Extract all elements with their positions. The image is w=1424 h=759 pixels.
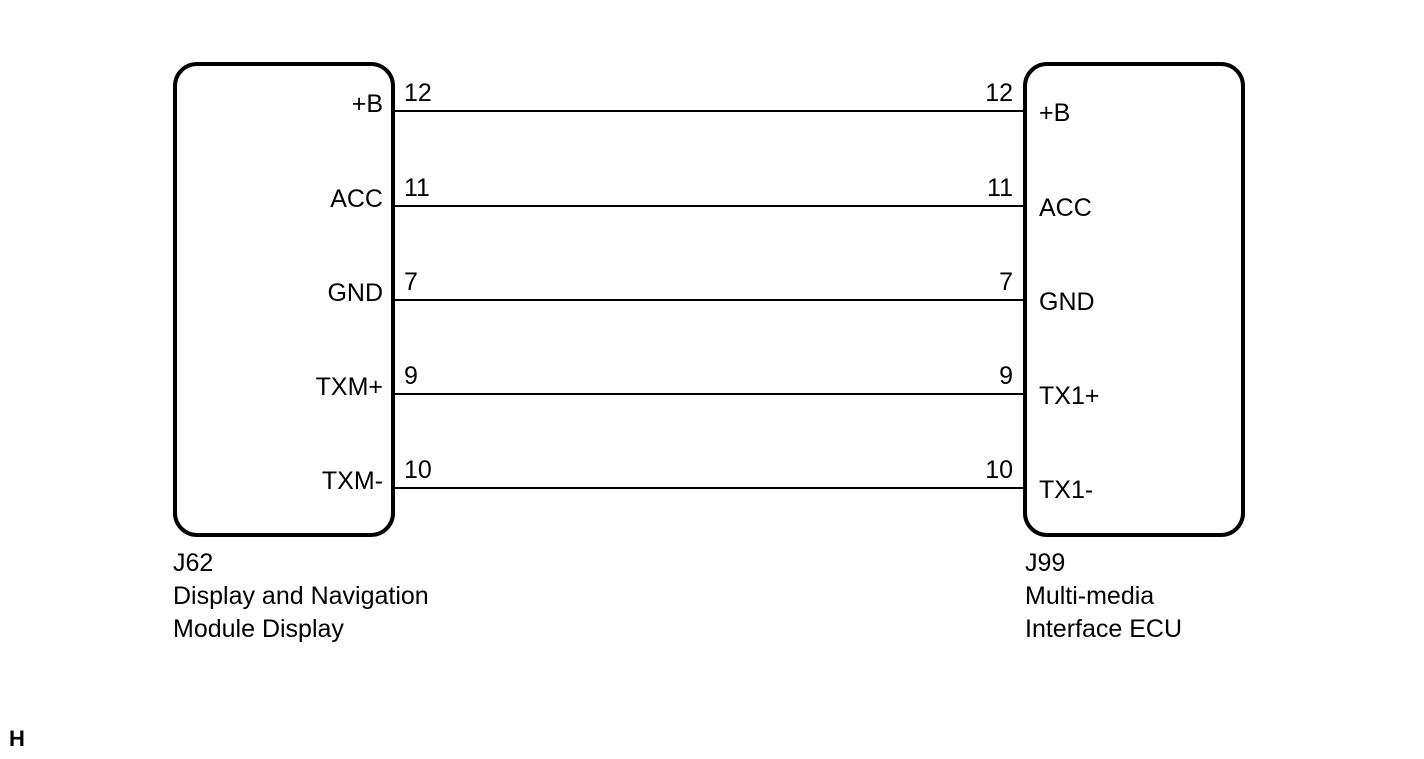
left-pin-number: 12 [404,79,432,107]
right-connector-caption: J99 Multi-media Interface ECU [1025,547,1182,646]
right-pin-number: 7 [999,268,1013,296]
right-connector-id: J99 [1025,549,1066,577]
wire [395,205,1023,207]
right-pin-label: TX1- [1039,476,1094,504]
right-connector-name-line: Interface ECU [1025,615,1183,643]
page-marker: H [9,726,25,751]
right-pin-label: +B [1039,99,1071,127]
right-pin-number: 11 [987,174,1013,202]
left-connector-name-line: Display and Navigation [173,582,429,610]
right-connector-box [1023,62,1245,537]
wire [395,299,1023,301]
left-pin-label: +B [351,90,383,118]
right-connector-name-line: Multi-media [1025,582,1155,610]
right-pin-label: GND [1039,288,1095,316]
left-pin-number: 7 [404,268,418,296]
left-connector-caption: J62 Display and Navigation Module Displa… [173,547,429,646]
wire [395,110,1023,112]
wire [395,393,1023,395]
left-pin-number: 11 [404,174,430,202]
wire [395,487,1023,489]
left-pin-label: ACC [330,185,383,213]
right-pin-number: 12 [985,79,1013,107]
right-pin-number: 10 [985,456,1013,484]
left-pin-number: 9 [404,362,418,390]
left-pin-number: 10 [404,456,432,484]
left-pin-label: GND [327,279,383,307]
right-pin-number: 9 [999,362,1013,390]
right-pin-label: ACC [1039,194,1092,222]
left-connector-box [173,62,395,537]
left-pin-label: TXM+ [315,373,383,401]
left-connector-id: J62 [173,549,214,577]
right-pin-label: TX1+ [1039,382,1100,410]
left-pin-label: TXM- [321,467,383,495]
left-connector-name-line: Module Display [173,615,344,643]
